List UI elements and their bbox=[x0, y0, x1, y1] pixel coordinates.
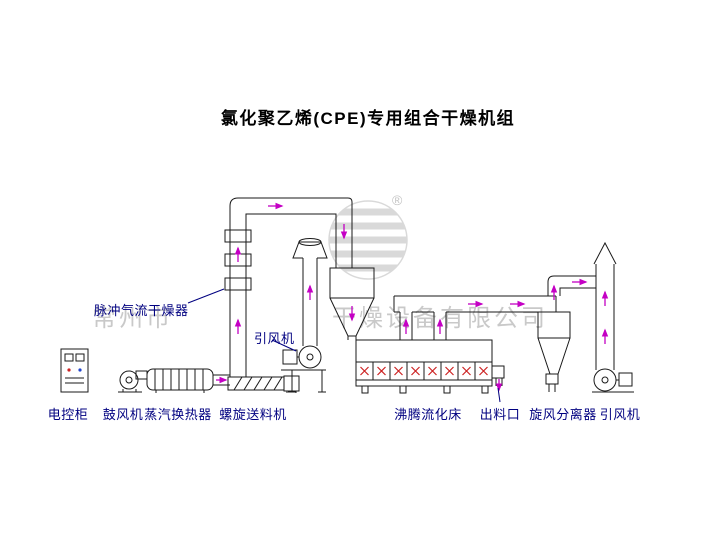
flow-arrows bbox=[216, 202, 609, 392]
heat-exchanger bbox=[146, 368, 230, 393]
draft-fan-mid bbox=[281, 345, 326, 393]
label-leader-lines bbox=[187, 288, 501, 403]
cyclone-separator bbox=[537, 275, 596, 392]
label-cyclone-separator: 旋风分离器 bbox=[529, 407, 597, 422]
label-control-cabinet: 电控柜 bbox=[47, 407, 89, 422]
fluidized-bed bbox=[355, 312, 493, 394]
label-blower: 鼓风机 bbox=[102, 407, 144, 422]
bed-exhaust-duct bbox=[393, 295, 557, 313]
label-fluidized-bed: 沸腾流化床 bbox=[394, 407, 462, 422]
discharge-outlet bbox=[492, 365, 505, 386]
label-pulse-dryer: 脉冲气流干燥器 bbox=[94, 303, 189, 318]
blower bbox=[118, 370, 148, 393]
exhaust-stack bbox=[292, 238, 328, 346]
pulse-dryer-column bbox=[224, 197, 353, 377]
screw-feeder bbox=[227, 375, 300, 393]
watermark-logo-icon bbox=[328, 200, 408, 280]
label-draft-fan-mid: 引风机 bbox=[254, 331, 295, 346]
label-screw-feeder: 螺旋送料机 bbox=[219, 407, 287, 422]
label-heat-exchanger: 蒸汽换热器 bbox=[144, 407, 212, 422]
bed-heater-marks bbox=[360, 366, 488, 376]
right-exhaust-duct bbox=[593, 241, 617, 370]
watermark-company-left: 常州市 bbox=[92, 305, 173, 332]
control-cabinet bbox=[60, 348, 89, 393]
page-title: 氯化聚乙烯(CPE)专用组合干燥机组 bbox=[220, 109, 516, 128]
label-draft-fan-right: 引风机 bbox=[599, 407, 641, 422]
draft-fan-right bbox=[592, 368, 634, 393]
feed-cyclone bbox=[329, 267, 375, 340]
label-outlet: 出料口 bbox=[479, 407, 521, 422]
registered-trademark-icon: ® bbox=[392, 192, 403, 208]
